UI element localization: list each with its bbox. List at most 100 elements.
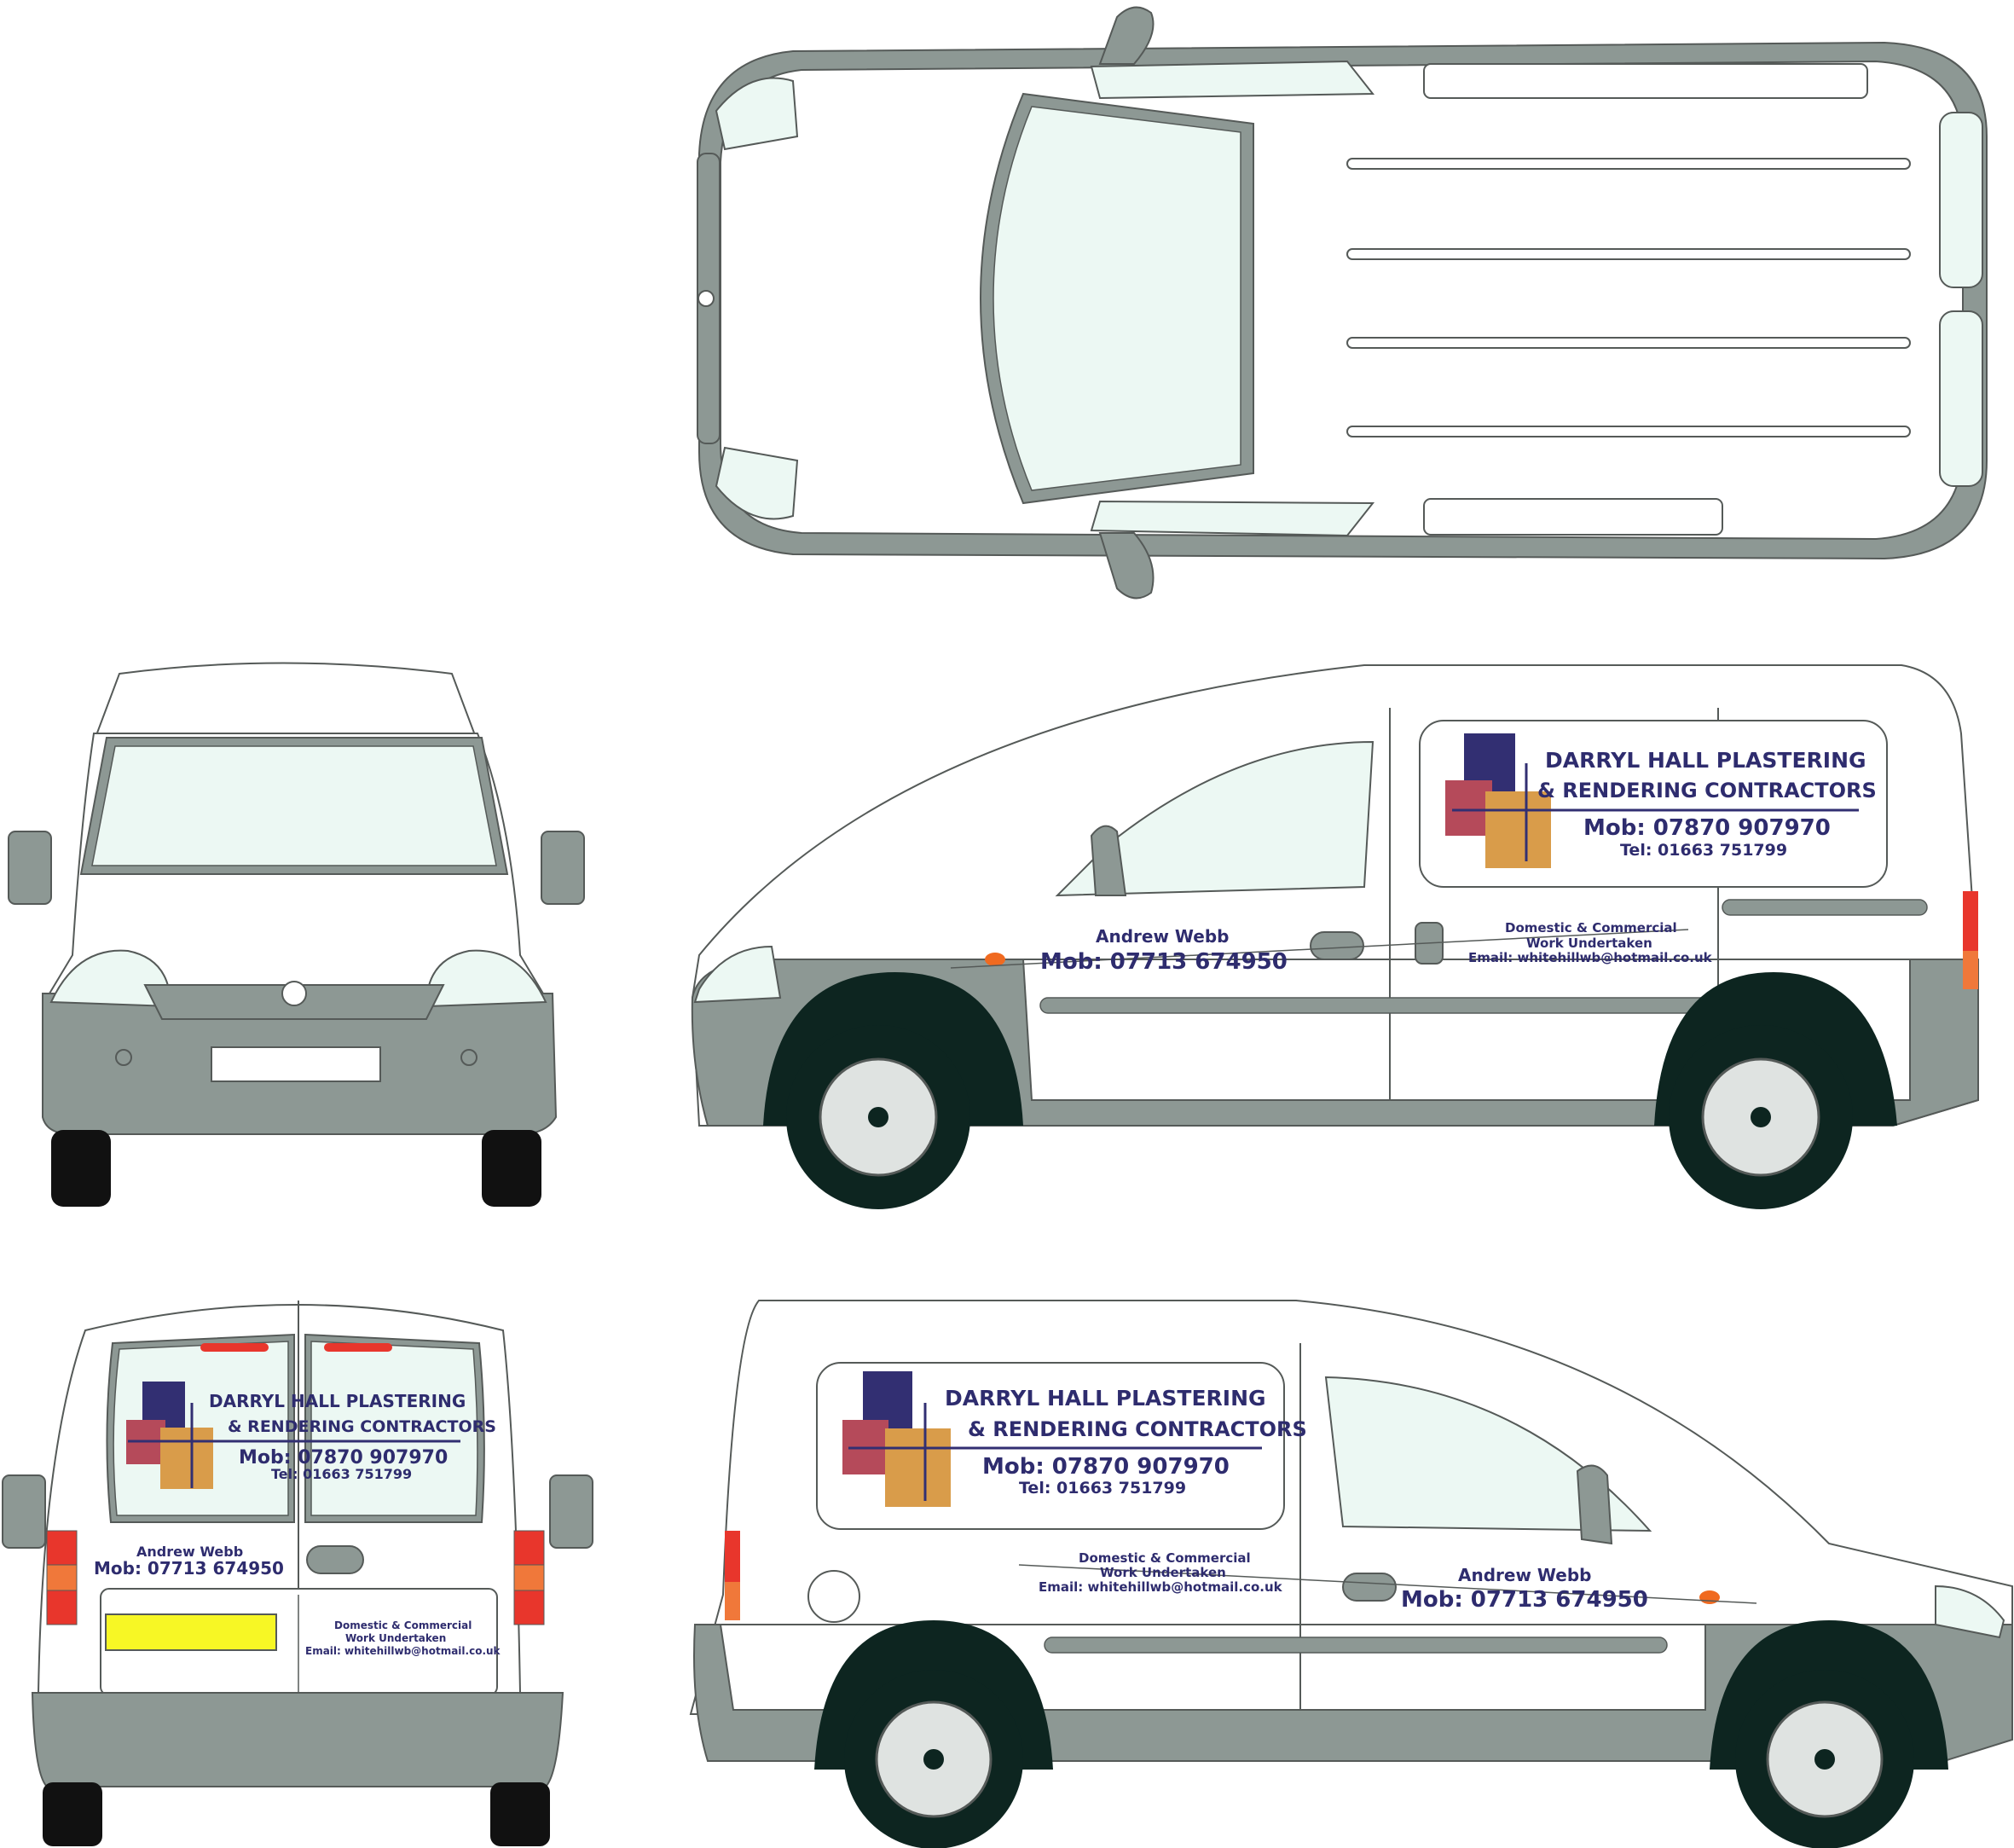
roof-rail-3 — [1346, 337, 1911, 349]
rear-view-services-line1: Domestic & Commercial — [334, 1619, 472, 1631]
top-view-roof — [720, 60, 1964, 541]
rear-view-services-line2: Work Undertaken — [345, 1632, 446, 1644]
top-view-windscreen-glass — [993, 106, 1241, 491]
side-view-right-pinstripe — [1018, 1564, 1757, 1604]
rear-view-window-right-glass — [310, 1341, 478, 1516]
side-view-left-indicator — [985, 953, 1005, 966]
right-logo-orange-square — [885, 1428, 951, 1507]
rear-view-contact-name: Andrew Webb — [136, 1544, 243, 1560]
front-view — [8, 662, 585, 1207]
top-view-badge — [697, 290, 715, 307]
top-view-rear-window-2 — [1939, 310, 1983, 487]
side-view-right-window — [1324, 1376, 1652, 1532]
side-view-right: DARRYL HALL PLASTERING & RENDERING CONTR… — [689, 1300, 2013, 1848]
rear-view-lamp-right-red-lower — [513, 1590, 545, 1625]
side-view-left-window — [1055, 740, 1374, 897]
front-view-windscreen-glass — [91, 745, 497, 866]
rear-view: DARRYL HALL PLASTERING & RENDERING CONTR… — [2, 1301, 593, 1846]
side-view-right-company-line1: DARRYL HALL PLASTERING — [945, 1386, 1266, 1411]
top-view-sliding-rail-top — [1423, 63, 1868, 99]
side-view-right-company-line2: & RENDERING CONTRACTORS — [968, 1417, 1307, 1441]
side-view-left-body-strip-rear — [1722, 899, 1928, 916]
side-view-right-body-strip — [1044, 1637, 1668, 1654]
rear-view-lamp-left-red — [46, 1530, 78, 1566]
side-view-right-headlamp — [1935, 1584, 2005, 1639]
top-view-mirror-top — [1098, 6, 1155, 65]
front-view-number-plate — [211, 1046, 381, 1082]
top-view-headlamp-bottom — [715, 446, 799, 520]
side-view-left-mirror — [1090, 825, 1127, 896]
rear-view-email: Email: whitehillwb@hotmail.co.uk — [305, 1645, 501, 1657]
logo-orange-square — [1485, 791, 1551, 868]
side-view-right-services-line1: Domestic & Commercial — [1079, 1550, 1251, 1566]
front-view-tyre-right — [482, 1130, 541, 1207]
side-view-left-tail-lamp-orange — [1963, 951, 1978, 989]
top-view-headlamp-top — [715, 77, 799, 151]
side-view-right-door-handle — [1342, 1573, 1397, 1602]
side-view-left-pinstripe — [950, 929, 1689, 969]
side-view-left-tail-lamp-red — [1963, 891, 1978, 951]
side-view-left-contact-name: Andrew Webb — [1096, 926, 1229, 947]
rear-view-lamp-right-red — [513, 1530, 545, 1566]
front-view-foglamp-left — [115, 1049, 132, 1066]
side-view-right-hub-rear — [923, 1749, 944, 1770]
side-view-right-email: Email: whitehillwb@hotmail.co.uk — [1039, 1579, 1283, 1595]
side-view-right-fuel-cap — [807, 1570, 860, 1623]
rear-view-company-line2: & RENDERING CONTRACTORS — [228, 1417, 496, 1436]
logo-red-square — [1445, 780, 1492, 836]
side-view-right-tail-lamp-orange — [725, 1582, 740, 1620]
rear-view-bumper — [31, 1692, 564, 1787]
rear-view-brake-light-right — [324, 1343, 392, 1352]
side-view-right-mirror — [1576, 1464, 1613, 1545]
side-view-left: DARRYL HALL PLASTERING & RENDERING CONTR… — [691, 664, 1979, 1209]
front-view-mirror-left — [8, 831, 52, 905]
side-view-left-logo — [1445, 733, 1859, 868]
side-view-left-mobile-main: Mob: 07870 907970 — [1583, 815, 1831, 841]
side-view-right-services-line2: Work Undertaken — [1100, 1565, 1226, 1580]
top-view-sliding-rail-bottom — [1423, 498, 1723, 536]
side-view-left-tel: Tel: 01663 751799 — [1620, 841, 1787, 860]
rear-view-mirror-right — [549, 1474, 593, 1549]
top-view-side-window-top — [1090, 60, 1375, 100]
rear-view-number-plate — [105, 1613, 277, 1651]
side-view-left-services-line1: Domestic & Commercial — [1505, 920, 1677, 936]
side-view-left-hub-front — [868, 1107, 888, 1127]
front-view-roof — [92, 662, 479, 743]
side-view-right-contact-name: Andrew Webb — [1458, 1565, 1591, 1585]
rear-view-lamp-left-red-lower — [46, 1590, 78, 1625]
rear-view-brake-light-left — [200, 1343, 269, 1352]
rear-view-tyre-right — [490, 1782, 550, 1846]
roof-rail-4 — [1346, 426, 1911, 437]
side-view-left-company-line2: & RENDERING CONTRACTORS — [1537, 779, 1877, 802]
rear-view-mobile-main: Mob: 07870 907970 — [239, 1447, 448, 1469]
rear-view-contact-mobile: Mob: 07713 674950 — [94, 1558, 284, 1579]
side-view-right-tail-lamp-red — [725, 1531, 740, 1582]
front-view-foglamp-right — [460, 1049, 477, 1066]
roof-rail-1 — [1346, 158, 1911, 170]
top-view-mirror-bottom — [1098, 532, 1155, 600]
side-view-right-mobile-main: Mob: 07870 907970 — [982, 1454, 1230, 1480]
top-view-rear-window-1 — [1939, 112, 1983, 288]
rear-view-lamp-left-orange — [46, 1564, 78, 1591]
side-view-left-hub-rear — [1751, 1107, 1771, 1127]
right-logo-navy-square — [863, 1371, 912, 1429]
side-view-left-email: Email: whitehillwb@hotmail.co.uk — [1468, 950, 1713, 965]
rear-view-company-line1: DARRYL HALL PLASTERING — [209, 1391, 466, 1411]
side-view-right-hub-front — [1814, 1749, 1835, 1770]
front-view-badge — [281, 981, 307, 1006]
rear-view-tel: Tel: 01663 751799 — [271, 1466, 412, 1482]
side-view-left-door-handle — [1310, 931, 1364, 960]
side-view-left-services-line2: Work Undertaken — [1526, 936, 1652, 951]
side-view-left-contact-mobile: Mob: 07713 674950 — [1040, 949, 1288, 975]
top-view-side-window-bottom — [1090, 500, 1375, 537]
front-view-tyre-left — [51, 1130, 111, 1207]
rear-view-lamp-right-orange — [513, 1564, 545, 1591]
front-view-mirror-right — [541, 831, 585, 905]
rear-view-tyre-left — [43, 1782, 102, 1846]
side-view-left-headlamp — [693, 945, 782, 1004]
top-view — [697, 6, 1988, 600]
side-view-right-indicator — [1699, 1590, 1720, 1604]
rear-view-door-handle — [306, 1545, 364, 1574]
side-view-right-contact-mobile: Mob: 07713 674950 — [1401, 1587, 1648, 1613]
roof-rail-2 — [1346, 248, 1911, 260]
